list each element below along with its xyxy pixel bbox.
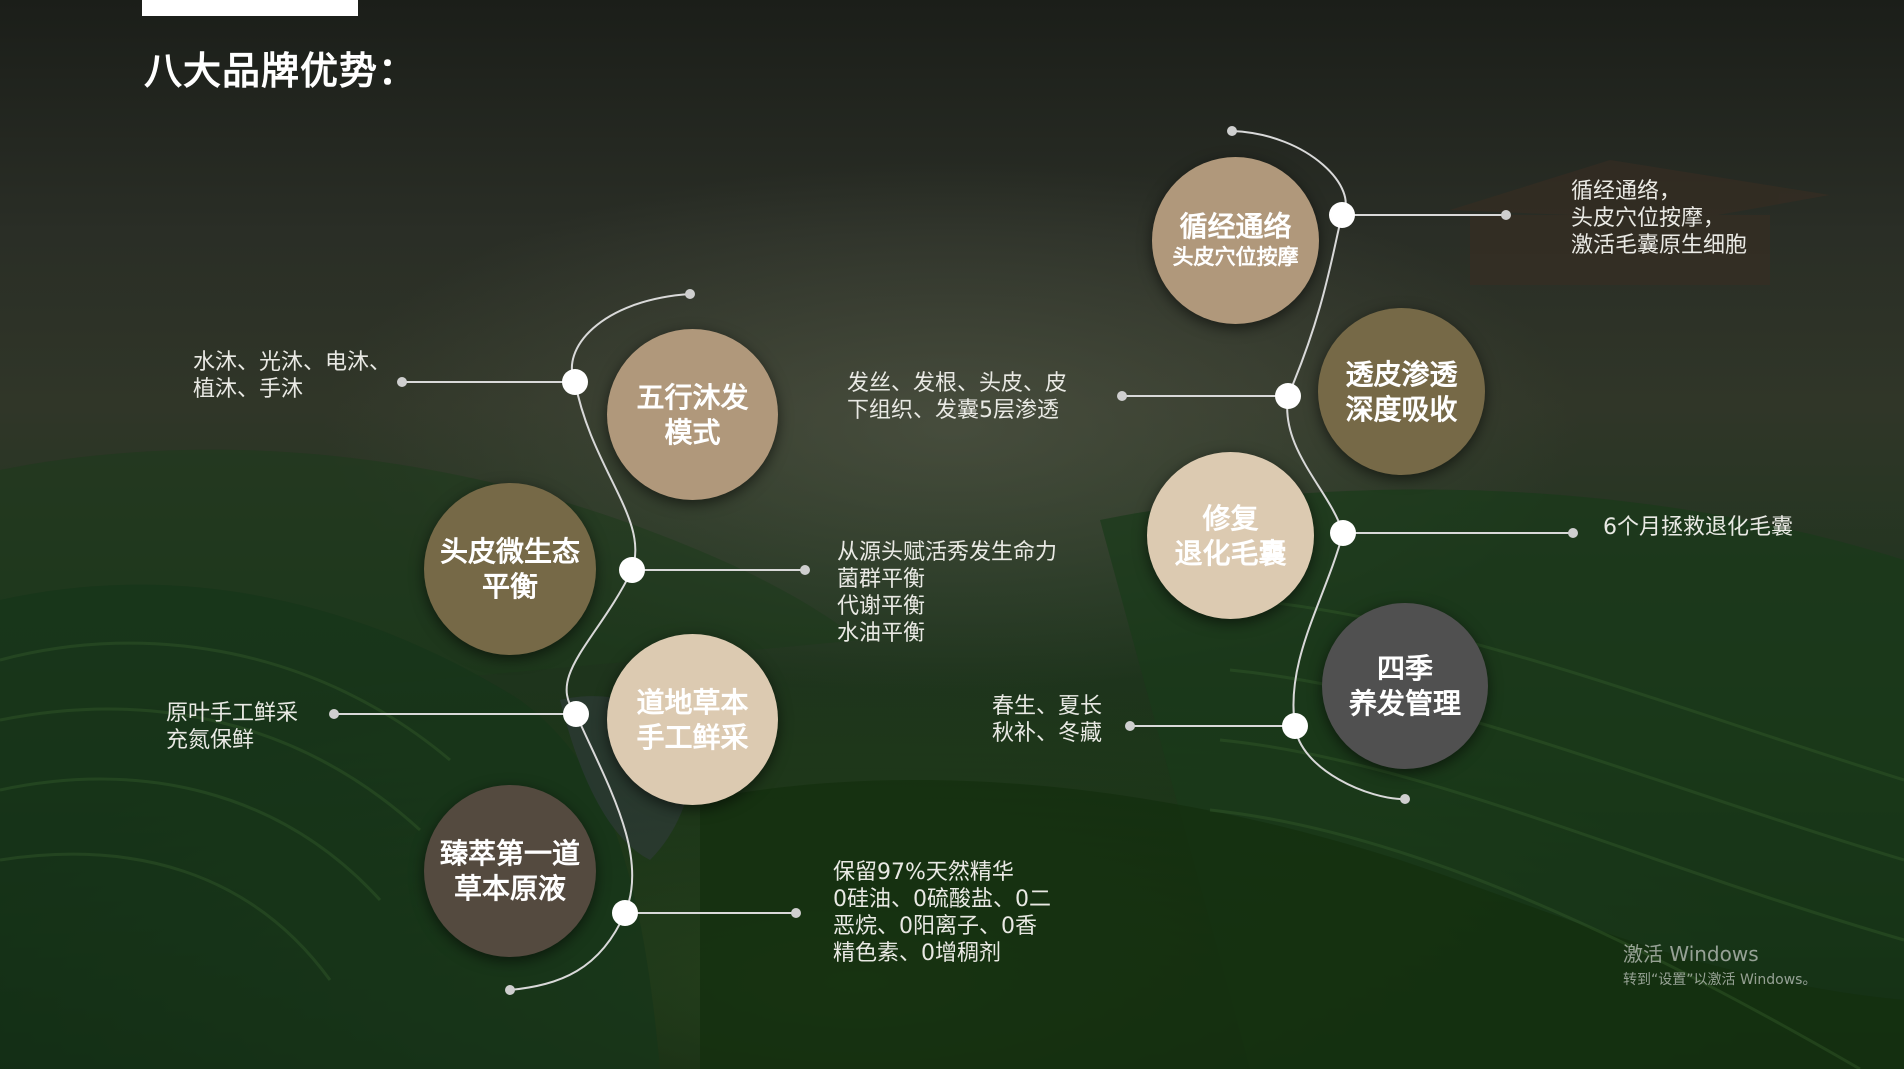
node-description-follicle-repair: 6个月拯救退化毛囊	[1603, 515, 1793, 540]
node-subtitle: 养发管理	[1348, 687, 1461, 720]
node-title: 透皮渗透	[1345, 357, 1458, 391]
node-description-authentic-herbs: 原叶手工鲜采 充氮保鲜	[166, 701, 299, 753]
node-title: 循经通络	[1179, 210, 1292, 244]
advantage-node-meridian-massage: 循经通络 头皮穴位按摩	[1152, 157, 1319, 324]
node-title: 五行沐发	[636, 380, 749, 414]
node-subtitle: 草本原液	[453, 872, 566, 905]
node-description-meridian-massage: 循经通络， 头皮穴位按摩， 激活毛囊原生细胞	[1571, 179, 1748, 258]
page-title: 八大品牌优势：	[144, 49, 418, 93]
node-title: 修复	[1202, 501, 1259, 535]
watermark-subtitle: 转到“设置”以激活 Windows。	[1623, 972, 1817, 988]
watermark-title: 激活 Windows	[1623, 942, 1759, 966]
title-accent-bar	[142, 0, 358, 16]
node-description-deep-absorption: 发丝、发根、头皮、皮 下组织、发囊5层渗透	[847, 371, 1068, 423]
node-description-scalp-microbiome: 从源头赋活秀发生命力 菌群平衡 代谢平衡 水油平衡	[837, 540, 1058, 646]
advantage-node-five-element-wash: 五行沐发 模式	[607, 329, 778, 500]
node-subtitle: 模式	[664, 415, 721, 449]
node-subtitle: 退化毛囊	[1174, 536, 1287, 570]
node-subtitle: 深度吸收	[1345, 392, 1458, 426]
node-title: 四季	[1376, 652, 1433, 685]
advantage-node-follicle-repair: 修复 退化毛囊	[1147, 452, 1314, 619]
advantage-node-deep-absorption: 透皮渗透 深度吸收	[1318, 308, 1485, 475]
node-description-five-element-wash: 水沐、光沐、电沐、 植沐、手沐	[193, 350, 392, 402]
node-title: 道地草本	[636, 685, 749, 719]
node-subtitle: 平衡	[481, 570, 538, 603]
advantage-node-herbal-essence: 臻萃第一道 草本原液	[424, 785, 596, 957]
node-description-herbal-essence: 保留97%天然精华 0硅油、0硫酸盐、0二 恶烷、0阳离子、0香 精色素、0增稠…	[833, 860, 1051, 966]
node-title: 头皮微生态	[439, 535, 580, 568]
advantage-node-scalp-microbiome: 头皮微生态 平衡	[424, 483, 596, 655]
node-description-seasonal-care: 春生、夏长 秋补、冬藏	[992, 694, 1103, 746]
node-subtitle: 手工鲜采	[636, 720, 749, 754]
node-subtitle: 头皮穴位按摩	[1172, 245, 1299, 270]
windows-activation-watermark: 激活 Windows 转到“设置”以激活 Windows。	[1623, 938, 1816, 989]
node-title: 臻萃第一道	[439, 837, 580, 870]
advantage-node-authentic-herbs: 道地草本 手工鲜采	[607, 634, 778, 805]
advantage-node-seasonal-care: 四季 养发管理	[1322, 603, 1488, 769]
